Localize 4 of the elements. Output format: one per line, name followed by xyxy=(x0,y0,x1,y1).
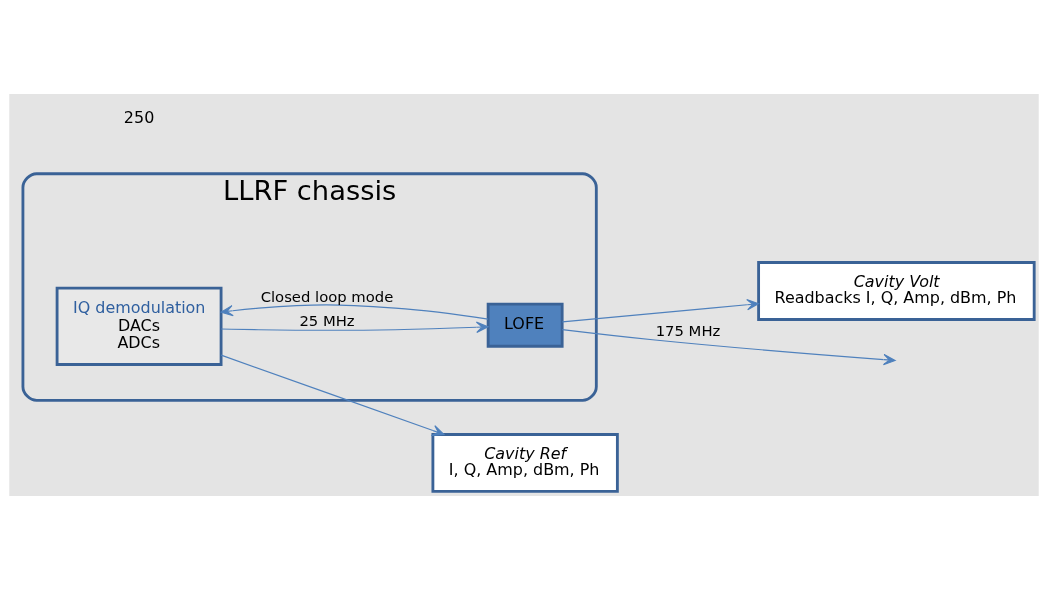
label: 250 xyxy=(123,108,155,128)
edge-label: 25 MHz xyxy=(299,311,355,329)
edge-label: Closed loop mode xyxy=(260,287,394,305)
edge-label: 175 MHz xyxy=(655,321,721,339)
